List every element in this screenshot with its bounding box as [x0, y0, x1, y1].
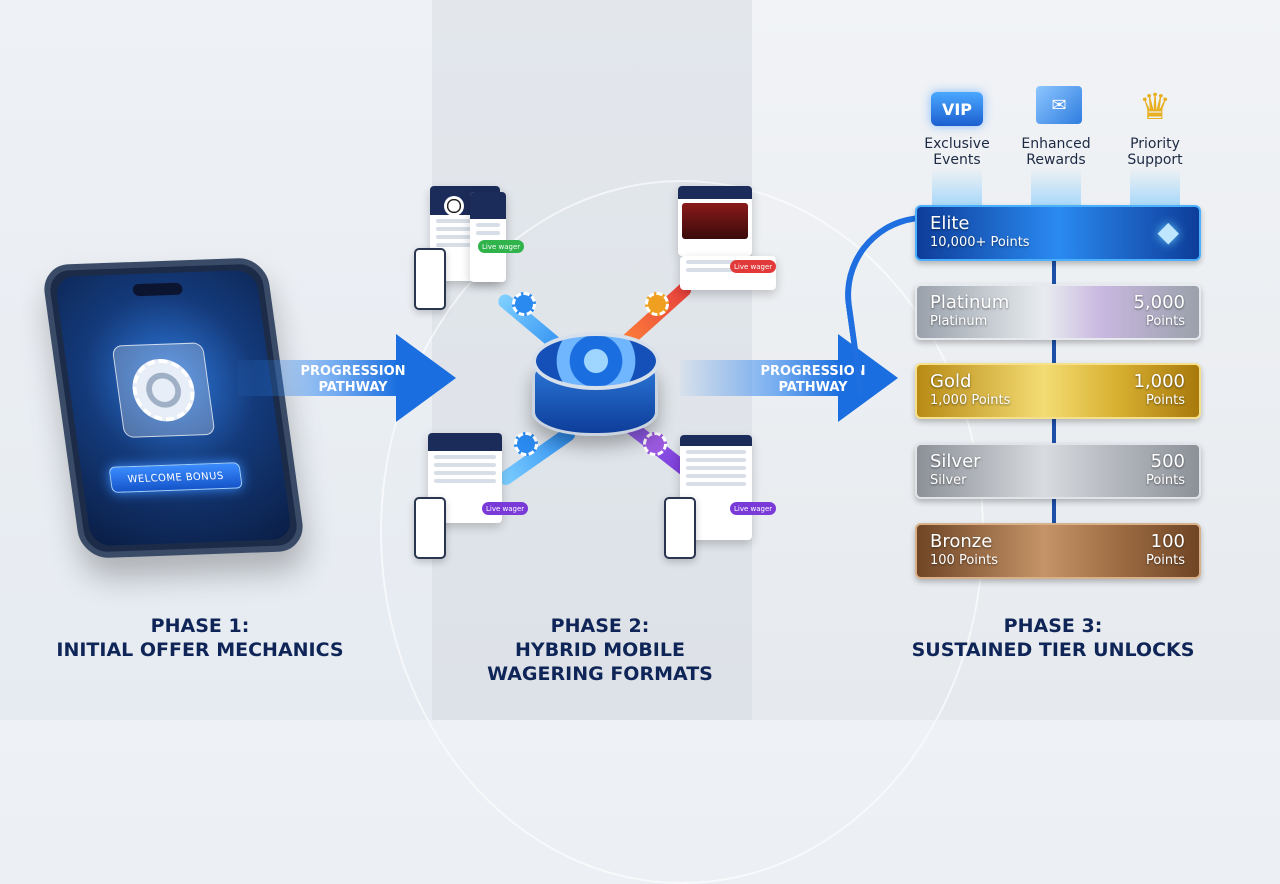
crown-icon: ♛: [1138, 87, 1172, 128]
phase-title: INITIAL OFFER MECHANICS: [56, 639, 344, 661]
central-hub: [522, 322, 662, 436]
profile-phone: [414, 497, 446, 559]
sports-odds-screen: [470, 192, 506, 282]
phase-2-caption: PHASE 2: HYBRID MOBILE WAGERING FORMATS: [440, 614, 760, 686]
poker-chip-icon: [128, 357, 199, 423]
chat-phone: [664, 497, 696, 559]
tier-silver[interactable]: Silver Silver 500 Points: [915, 443, 1201, 499]
tier-points: 1,000 Points: [930, 393, 1011, 408]
tier-name: Silver: [930, 451, 981, 472]
live-wager-pill[interactable]: Live wager: [478, 240, 525, 253]
envelope-icon: ✉: [1036, 86, 1082, 124]
tier-connector: [1052, 416, 1056, 444]
tier-value-unit: Points: [1145, 553, 1185, 568]
arrow-label-line2: PATHWAY: [778, 380, 848, 395]
perk-beam: [932, 168, 982, 208]
arrow-label-line1: PROGRESSION: [760, 364, 866, 379]
phase-3-caption: PHASE 3: SUSTAINED TIER UNLOCKS: [893, 614, 1213, 662]
phase-number: PHASE 2:: [550, 615, 650, 637]
arrow-head: [396, 334, 456, 422]
tier-value: 500: [1150, 451, 1185, 472]
phase-title: SUSTAINED TIER UNLOCKS: [911, 639, 1195, 661]
tier-bronze[interactable]: Bronze 100 Points 100 Points: [915, 523, 1201, 579]
tier-value-unit: Points: [1145, 473, 1185, 488]
tier-points: 100 Points: [930, 553, 998, 568]
phase-number: PHASE 1:: [150, 615, 250, 637]
chip-icon: [514, 432, 538, 456]
tier-value: 5,000: [1133, 292, 1185, 313]
arrow-label: PROGRESSION PATHWAY: [278, 364, 428, 396]
phase-1-caption: PHASE 1: INITIAL OFFER MECHANICS: [40, 614, 360, 662]
welcome-bonus-button[interactable]: WELCOME BONUS: [108, 462, 243, 493]
progression-arrow-2: PROGRESSION PATHWAY: [680, 334, 900, 422]
tier-value: 100: [1150, 531, 1185, 552]
arrow-body: [680, 360, 840, 396]
live-wager-pill[interactable]: Live wager: [730, 502, 777, 515]
bonus-card: [111, 342, 216, 439]
tier-elite[interactable]: Elite 10,000+ Points ◆: [915, 205, 1201, 261]
tier-points: Silver: [930, 473, 967, 488]
chip-icon: [645, 292, 669, 316]
live-wager-pill[interactable]: Live wager: [482, 502, 529, 515]
tier-connector: [1052, 336, 1056, 364]
phone-screen: WELCOME BONUS: [54, 269, 293, 547]
progression-arrow-1: PROGRESSION PATHWAY: [238, 334, 458, 422]
phone-notch: [131, 282, 183, 297]
phase-title-line2: WAGERING FORMATS: [487, 663, 713, 685]
diamond-icon: ◆: [1157, 215, 1179, 248]
slot-machine-screen: [678, 186, 752, 256]
arrow-head: [838, 334, 898, 422]
tier-points: Platinum: [930, 314, 988, 329]
tier-points: 10,000+ Points: [930, 235, 1030, 250]
tier-name: Platinum: [930, 292, 1010, 313]
arrow-label: PROGRESSION PATHWAY: [738, 364, 888, 396]
tier-connector: [1052, 496, 1056, 524]
smartphone: WELCOME BONUS: [40, 257, 307, 559]
tier-name: Gold: [930, 371, 972, 392]
phase-title: HYBRID MOBILE: [515, 639, 685, 661]
perk-beam: [1031, 168, 1081, 208]
chip-icon: [643, 432, 667, 456]
tier-name: Elite: [930, 213, 970, 234]
tier-platinum[interactable]: Platinum Platinum 5,000 Points: [915, 284, 1201, 340]
live-wager-pill[interactable]: Live wager: [730, 260, 777, 273]
hub-chip-icon: [532, 332, 660, 390]
perk-priority-support: Priority Support: [1127, 136, 1183, 168]
tier-value-unit: Points: [1145, 393, 1185, 408]
slot-reels: [682, 202, 748, 239]
perk-exclusive-events: Exclusive Events: [924, 136, 990, 168]
perk-beam: [1130, 168, 1180, 208]
perk-enhanced-rewards: Enhanced Rewards: [1021, 136, 1091, 168]
chip-icon: [512, 292, 536, 316]
tier-connector: [1052, 256, 1056, 284]
tier-value-unit: Points: [1145, 314, 1185, 329]
phase-number: PHASE 3:: [1003, 615, 1103, 637]
tier-gold[interactable]: Gold 1,000 Points 1,000 Points: [915, 363, 1201, 419]
arrow-body: [238, 360, 398, 396]
arrow-label-line2: PATHWAY: [318, 380, 388, 395]
vip-badge-icon: VIP: [931, 92, 983, 126]
sports-phone: [414, 248, 446, 310]
tier-name: Bronze: [930, 531, 993, 552]
tier-value: 1,000: [1133, 371, 1185, 392]
arrow-label-line1: PROGRESSION: [300, 364, 406, 379]
soccer-ball-icon: [444, 196, 464, 216]
